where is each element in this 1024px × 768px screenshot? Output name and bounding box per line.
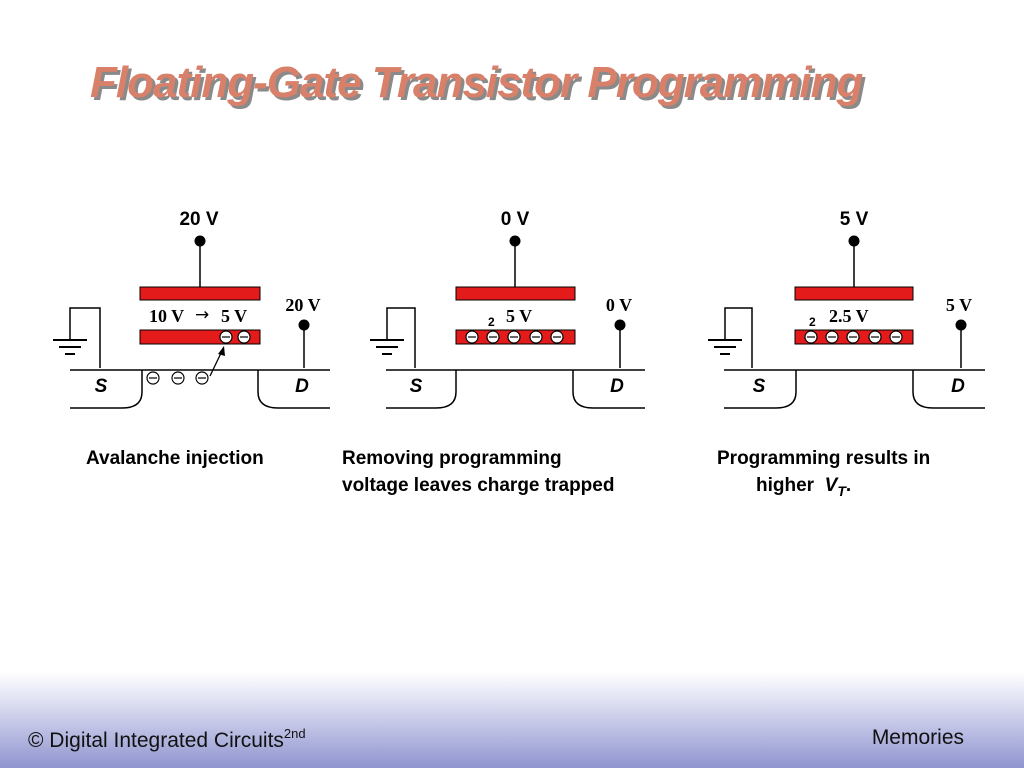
floating-gate-prefix: 2 bbox=[809, 315, 816, 329]
caption-line: Removing programming bbox=[342, 448, 562, 469]
caption-avalanche-injection: Avalanche injection bbox=[86, 445, 264, 472]
trapped-electron-icon bbox=[825, 330, 839, 344]
drain-voltage-label: 0 V bbox=[606, 295, 632, 315]
gate-voltage-label: 0 V bbox=[501, 209, 530, 230]
gate-voltage-label: 5 V bbox=[840, 209, 869, 230]
ground-icon bbox=[52, 339, 88, 355]
ground-icon bbox=[707, 339, 743, 355]
control-gate bbox=[455, 286, 576, 301]
panel-higher-vt: 5 V 2 2.5 V 5 V S D bbox=[707, 209, 985, 409]
trapped-electron-icon bbox=[529, 330, 543, 344]
drain-region bbox=[257, 370, 330, 409]
drain-label: D bbox=[610, 376, 624, 397]
panel-charge-trapped: 0 V 2 5 V 0 V S D bbox=[369, 209, 645, 409]
trapped-electron-icon bbox=[486, 330, 500, 344]
edition-superscript: 2nd bbox=[283, 726, 306, 741]
caption-word: higher bbox=[756, 475, 815, 496]
source-region bbox=[386, 370, 457, 409]
trapped-electron-icon bbox=[237, 330, 251, 344]
footer-bar bbox=[0, 672, 1024, 768]
caption-charge-trapped: Removing programming voltage leaves char… bbox=[342, 445, 614, 499]
source-region bbox=[70, 370, 143, 409]
floating-gate-voltage-to: 5 V bbox=[221, 306, 247, 326]
caption-line: Programming results in bbox=[717, 448, 931, 469]
source-label: S bbox=[410, 376, 423, 397]
floating-gate-voltage-from: 10 V bbox=[149, 306, 184, 326]
caption-higher-vt: Programming results in higher VT. bbox=[717, 445, 930, 505]
caption-line: voltage leaves charge trapped bbox=[342, 475, 615, 496]
floating-gate-diagram: 20 V 10 V → 5 V 20 V S D 0 V bbox=[52, 209, 985, 409]
source-label: S bbox=[95, 376, 108, 397]
vt-symbol: VT bbox=[824, 475, 846, 499]
drain-voltage-label: 20 V bbox=[285, 295, 320, 315]
control-gate bbox=[139, 286, 261, 301]
channel-electron-icon bbox=[146, 371, 160, 385]
trapped-electron-icon bbox=[219, 330, 233, 344]
floating-gate-voltage: 2.5 V bbox=[829, 306, 869, 326]
footer-copyright: © Digital Integrated Circuits2nd bbox=[28, 726, 306, 752]
trapped-electron-icon bbox=[846, 330, 860, 344]
caption-line: Avalanche injection bbox=[86, 448, 264, 469]
ground-icon bbox=[369, 339, 405, 355]
drain-voltage-label: 5 V bbox=[946, 295, 972, 315]
trapped-electron-icon bbox=[889, 330, 903, 344]
drain-region bbox=[912, 370, 985, 409]
caption-line: higher VT. bbox=[756, 475, 852, 499]
drain-region bbox=[572, 370, 645, 409]
arrow-icon: → bbox=[195, 305, 209, 325]
trapped-electron-icon bbox=[465, 330, 479, 344]
gate-voltage-label: 20 V bbox=[179, 209, 218, 230]
floating-gate-prefix: 2 bbox=[488, 315, 495, 329]
injection-arrow-icon bbox=[209, 350, 223, 377]
channel-electron-icon bbox=[171, 371, 185, 385]
drain-label: D bbox=[295, 376, 309, 397]
trapped-electron-icon bbox=[804, 330, 818, 344]
trapped-electron-icon bbox=[507, 330, 521, 344]
panel-avalanche-injection: 20 V 10 V → 5 V 20 V S D bbox=[52, 209, 330, 409]
source-label: S bbox=[753, 376, 766, 397]
drain-label: D bbox=[951, 376, 965, 397]
footer-section: Memories bbox=[871, 726, 964, 749]
control-gate bbox=[794, 286, 914, 301]
floating-gate-voltage: 5 V bbox=[506, 306, 532, 326]
trapped-electron-icon bbox=[550, 330, 564, 344]
channel-electron-icon bbox=[195, 371, 209, 385]
source-region bbox=[724, 370, 797, 409]
trapped-electron-icon bbox=[868, 330, 882, 344]
slide-title: Floating-Gate Transistor Programming bbox=[90, 58, 863, 107]
